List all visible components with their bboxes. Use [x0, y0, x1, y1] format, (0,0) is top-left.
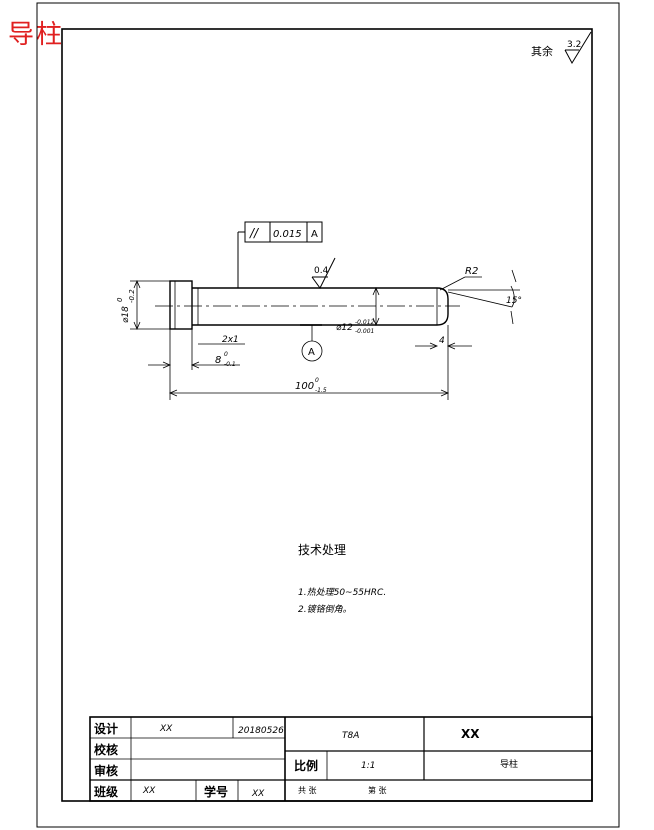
title-block	[89, 716, 593, 802]
design-date: 20180526	[238, 726, 284, 736]
inner-frame	[61, 28, 593, 802]
check-label: 校核	[94, 742, 118, 757]
radius-leader	[439, 269, 520, 325]
roughness-icon	[564, 31, 592, 65]
tech-title: 技术处理	[298, 543, 346, 557]
head-length-tol-upper: 0	[224, 351, 228, 358]
design-name: XX	[159, 724, 173, 734]
scale-label: 比例	[294, 758, 318, 773]
shaft-diameter-label: ⌀12	[336, 323, 353, 333]
student-no-value: XX	[251, 789, 265, 799]
roughness-value: 3.2	[567, 40, 581, 50]
datum-marker	[300, 324, 323, 362]
total-length-tol-lower: -1.5	[315, 387, 327, 394]
school-value: XX	[461, 727, 480, 741]
head-diameter-label: ⌀18	[121, 306, 131, 323]
head-diameter-tol-lower: -0.2	[128, 289, 136, 303]
part-name: 导柱	[500, 758, 518, 770]
class-value: XX	[142, 786, 156, 796]
total-length-label: 100	[295, 381, 314, 392]
total-sheets: 共 张	[298, 786, 317, 795]
tolerance-symbol: //	[249, 226, 260, 240]
total-length-dim	[168, 389, 450, 397]
head-length-tol-lower: -0.1	[224, 361, 236, 368]
class-label: 班级	[94, 784, 118, 799]
drawing-title-stamp: 导柱	[8, 20, 65, 50]
datum-bubble-label: A	[308, 347, 315, 358]
tolerance-frame	[237, 221, 323, 288]
review-label: 审核	[94, 763, 118, 778]
guide-pillar-part	[169, 280, 449, 330]
end-length-dim	[415, 325, 472, 400]
end-length-label: 4	[439, 336, 445, 346]
sheet-no: 第 张	[368, 785, 387, 795]
design-label: 设计	[94, 721, 118, 736]
tech-note-2: 2.镀铬倒角。	[298, 604, 352, 615]
head-length-dim	[148, 325, 240, 400]
chamfer-angle-label: 15°	[506, 296, 522, 306]
groove-label: 2x1	[222, 335, 239, 345]
head-diameter-tol-upper: 0	[116, 297, 124, 302]
material-value: T8A	[342, 731, 359, 741]
head-length-label: 8	[215, 355, 221, 366]
total-length-tol-upper: 0	[315, 377, 319, 384]
tolerance-value: 0.015	[273, 229, 302, 240]
tech-note-1: 1.热处理50~55HRC.	[298, 587, 386, 598]
head-diameter-dim	[130, 279, 170, 331]
tolerance-datum: A	[311, 229, 318, 240]
shaft-diameter-dim	[372, 286, 380, 327]
scale-value: 1:1	[361, 761, 375, 771]
roughness-label: 其余	[531, 44, 553, 58]
student-no-label: 学号	[204, 784, 228, 799]
radius-label: R2	[465, 266, 478, 277]
outer-frame	[36, 2, 620, 828]
surface-finish-value: 0.4	[314, 266, 329, 276]
shaft-diameter-tol-lower: -0.001	[355, 328, 374, 335]
shaft-diameter-tol-upper: -0.012	[355, 319, 375, 326]
